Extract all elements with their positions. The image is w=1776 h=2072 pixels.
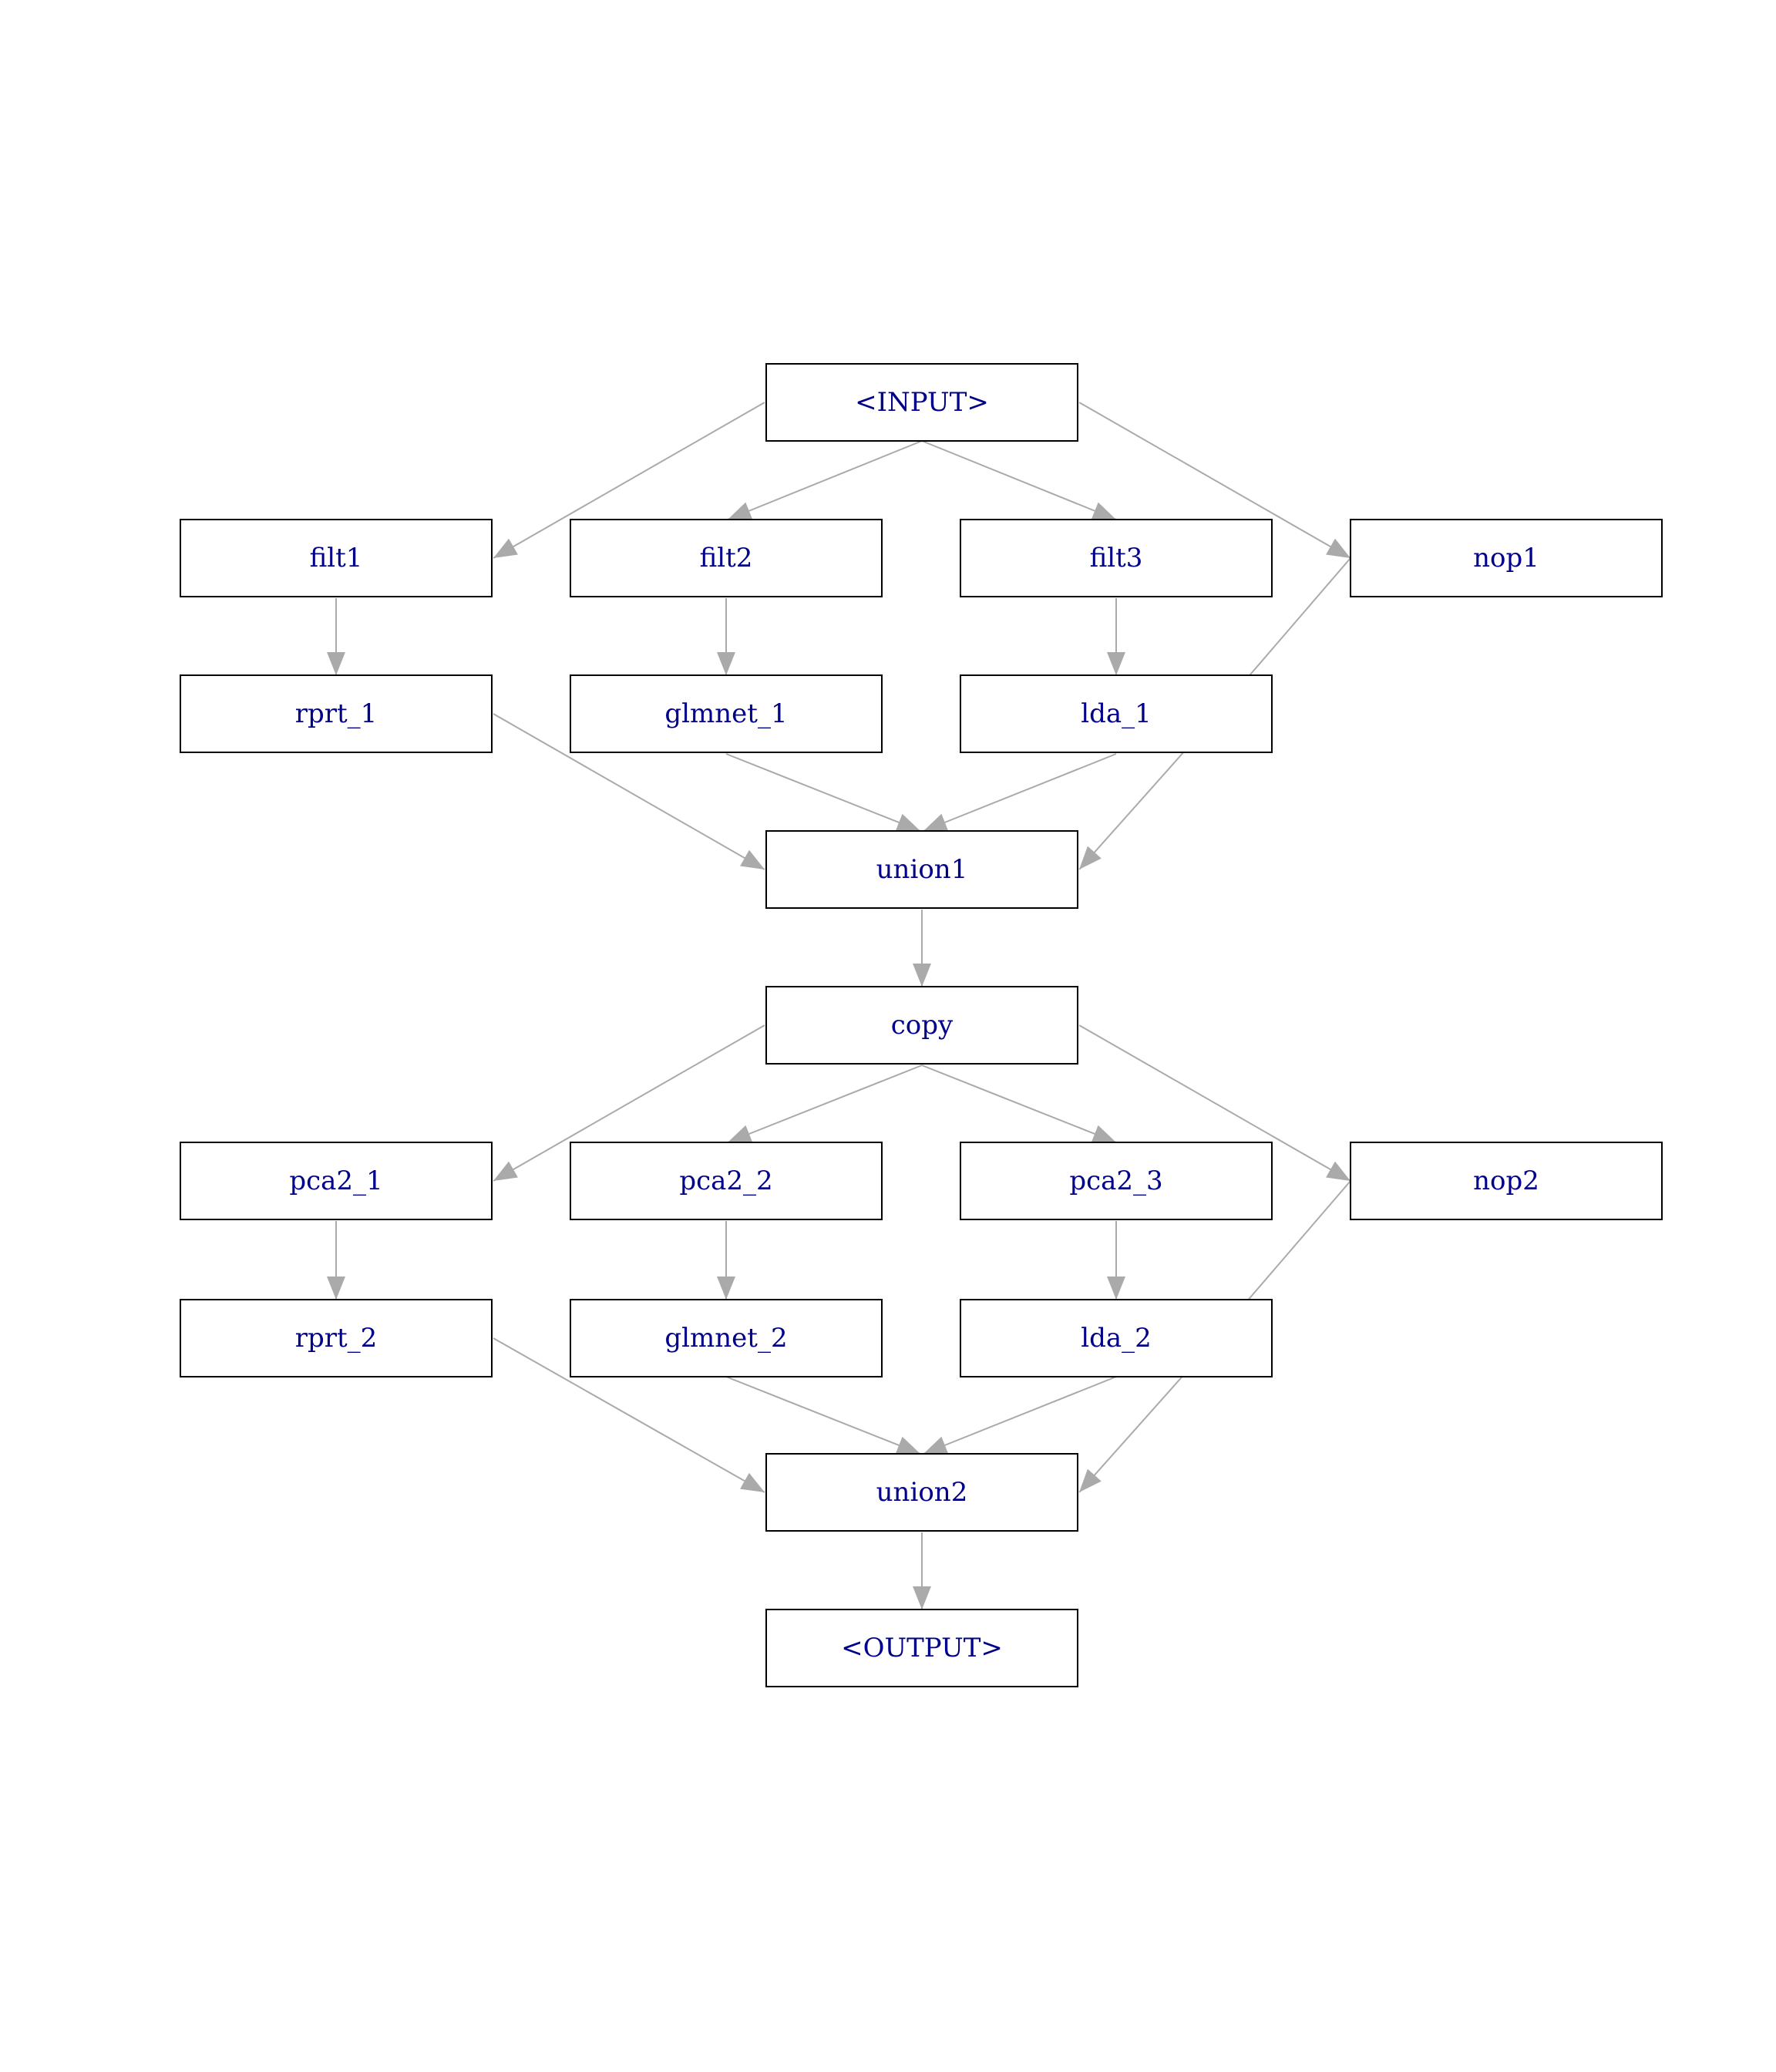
nodes-layer: <INPUT> filt1 filt2 filt3 nop1 rprt_1 glmnet_1… — [180, 363, 1663, 1687]
node-label-rprt_1: rprt_1 — [295, 698, 378, 729]
edge-nop2-to-union2 — [1078, 1180, 1351, 1493]
edge-rprt_1-to-union1 — [493, 713, 765, 870]
node-label-pca2_1: pca2_1 — [289, 1166, 382, 1196]
node-filt1: filt1 — [180, 519, 493, 597]
node-filt2: filt2 — [570, 519, 883, 597]
node-box-pca2_2 — [570, 1142, 883, 1220]
node-filt3: filt3 — [960, 519, 1273, 597]
node-glmnet_2: glmnet_2 — [570, 1299, 883, 1377]
node-union2: union2 — [765, 1453, 1078, 1532]
node-box-glmnet_1 — [570, 674, 883, 753]
node-box-pca2_3 — [960, 1142, 1273, 1220]
edge-copy-to-pca2_1 — [493, 1024, 765, 1182]
node-box-nop2 — [1350, 1142, 1663, 1220]
node-label-lda_2: lda_2 — [1081, 1323, 1152, 1354]
node-label-input: <INPUT> — [855, 387, 989, 418]
node-box-glmnet_2 — [570, 1299, 883, 1377]
edge-lda_2-to-union2 — [923, 1376, 1117, 1455]
node-label-nop2: nop2 — [1473, 1166, 1539, 1196]
edge-input-to-filt2 — [727, 440, 923, 520]
edge-copy-to-pca2_2 — [727, 1065, 923, 1143]
node-box-input — [765, 363, 1078, 442]
edge-input-to-filt3 — [921, 440, 1117, 520]
edge-input-to-filt1 — [493, 402, 765, 559]
node-label-filt1: filt1 — [310, 543, 363, 574]
node-box-lda_1 — [960, 674, 1273, 753]
node-label-union2: union2 — [876, 1477, 968, 1508]
node-label-glmnet_1: glmnet_1 — [664, 698, 787, 729]
node-glmnet_1: glmnet_1 — [570, 674, 883, 753]
node-label-copy: copy — [891, 1010, 954, 1041]
edge-lda_1-to-union1 — [923, 753, 1117, 832]
node-box-filt3 — [960, 519, 1273, 597]
node-pca2_2: pca2_2 — [570, 1142, 883, 1220]
edge-glmnet_1-to-union1 — [725, 753, 921, 832]
node-box-output — [765, 1609, 1078, 1687]
edge-copy-to-pca2_3 — [921, 1065, 1117, 1143]
node-label-lda_1: lda_1 — [1081, 698, 1152, 729]
node-box-filt2 — [570, 519, 883, 597]
node-output: <OUTPUT> — [765, 1609, 1078, 1687]
node-label-glmnet_2: glmnet_2 — [664, 1323, 787, 1354]
node-box-union1 — [765, 830, 1078, 909]
node-lda_1: lda_1 — [960, 674, 1273, 753]
node-union1: union1 — [765, 830, 1078, 909]
node-nop2: nop2 — [1350, 1142, 1663, 1220]
node-nop1: nop1 — [1350, 519, 1663, 597]
node-lda_2: lda_2 — [960, 1299, 1273, 1377]
node-pca2_3: pca2_3 — [960, 1142, 1273, 1220]
edge-nop1-to-union1 — [1078, 557, 1351, 870]
node-label-pca2_3: pca2_3 — [1069, 1166, 1162, 1196]
node-rprt_1: rprt_1 — [180, 674, 493, 753]
edge-copy-to-nop2 — [1078, 1024, 1351, 1182]
node-box-pca2_1 — [180, 1142, 493, 1220]
node-label-output: <OUTPUT> — [841, 1633, 1003, 1663]
node-label-pca2_2: pca2_2 — [679, 1166, 772, 1196]
node-input: <INPUT> — [765, 363, 1078, 442]
node-rprt_2: rprt_2 — [180, 1299, 493, 1377]
node-box-rprt_1 — [180, 674, 493, 753]
node-pca2_1: pca2_1 — [180, 1142, 493, 1220]
node-box-lda_2 — [960, 1299, 1273, 1377]
node-copy: copy — [765, 986, 1078, 1065]
edge-glmnet_2-to-union2 — [725, 1376, 921, 1455]
node-box-copy — [765, 986, 1078, 1065]
node-label-filt2: filt2 — [700, 543, 753, 574]
node-box-filt1 — [180, 519, 493, 597]
node-label-filt3: filt3 — [1090, 543, 1143, 574]
edge-input-to-nop1 — [1078, 402, 1351, 559]
node-label-nop1: nop1 — [1473, 543, 1539, 574]
node-box-nop1 — [1350, 519, 1663, 597]
edges-layer — [327, 402, 1351, 1610]
edge-rprt_2-to-union2 — [493, 1337, 765, 1493]
node-box-rprt_2 — [180, 1299, 493, 1377]
node-label-union1: union1 — [876, 854, 968, 885]
node-label-rprt_2: rprt_2 — [295, 1323, 378, 1354]
node-box-union2 — [765, 1453, 1078, 1532]
